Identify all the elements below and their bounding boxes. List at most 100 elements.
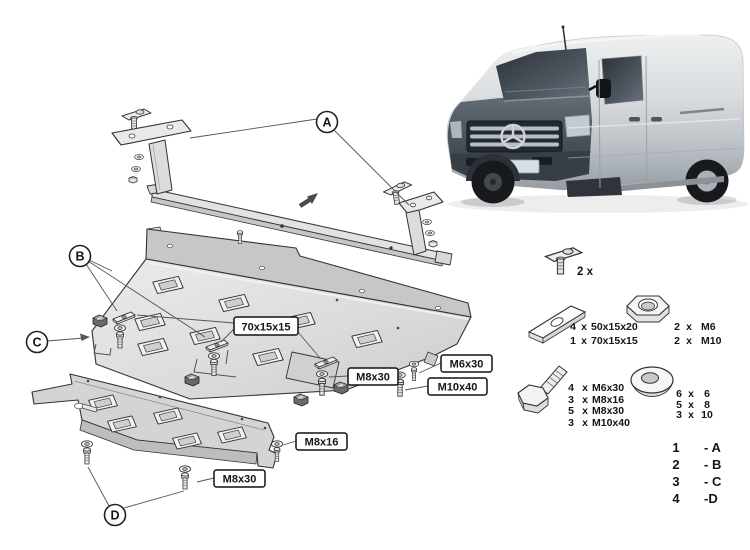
- body-crease: [567, 118, 741, 129]
- callout-d-label: D: [110, 509, 119, 523]
- callout-c: [25, 330, 49, 354]
- legend-ref: - A: [704, 440, 721, 455]
- nut-icon: [128, 176, 138, 184]
- legend-num: 3: [672, 474, 679, 489]
- callout-d: [103, 503, 127, 527]
- washer-icon: [131, 166, 141, 172]
- part-size: M8x16: [592, 394, 624, 406]
- mercedes-star-icon: [500, 123, 526, 150]
- m8x30-mid-leader: [328, 375, 349, 378]
- label-m8x16: [295, 432, 348, 451]
- washer-icon: [179, 465, 191, 473]
- part-times: x: [686, 335, 692, 347]
- van-headlight-right: [564, 114, 591, 138]
- cowl-line: [503, 95, 591, 102]
- van-photo: [446, 25, 748, 213]
- part-size: M10x40: [592, 417, 630, 429]
- washer-icon: [408, 360, 420, 368]
- part-size: M10: [701, 335, 722, 347]
- arrowhead-icon: [80, 333, 90, 341]
- main-skid-plate: B C 70x15x15 M8x30 M6x30 M10x40: [25, 226, 493, 407]
- van-roof-highlight: [511, 33, 701, 55]
- bolt-icon: [181, 472, 189, 490]
- hex-nut-icon: [626, 295, 670, 323]
- washer-icon: [316, 370, 328, 378]
- part-qty: 5: [568, 405, 574, 417]
- keyhole-detail: [74, 402, 98, 413]
- angle-bracket-outline: [193, 349, 237, 378]
- callout-a: [315, 110, 339, 134]
- part-times: x: [581, 335, 587, 347]
- front-hub: [490, 179, 496, 185]
- label-m8x30-mid: [347, 367, 399, 386]
- washer-icon: [630, 366, 674, 397]
- m8x30-bottom-text: M8x30: [223, 474, 257, 486]
- part-qty: 3: [568, 394, 574, 406]
- part-size: M6: [701, 321, 716, 333]
- label-m8x30-bottom: [213, 469, 266, 488]
- legend-ref: -D: [704, 491, 718, 506]
- part-size: 6: [704, 388, 710, 400]
- part-qty: 2: [674, 335, 680, 347]
- bolt-icon: [236, 230, 244, 244]
- callout-d-leaders: [87, 466, 185, 509]
- clamp-qty: 2 x: [577, 266, 594, 278]
- part-qty: 1: [570, 335, 576, 347]
- washer-icon: [81, 440, 93, 448]
- plate-ridge: [148, 262, 469, 320]
- callout-c-label: C: [32, 336, 41, 350]
- part-times: x: [582, 405, 588, 417]
- legend-ref: - B: [704, 457, 721, 472]
- part-qty: 5: [676, 399, 682, 411]
- part-times: x: [582, 382, 588, 394]
- m8x30-bottom-leader: [196, 477, 215, 483]
- m6x30-text: M6x30: [450, 359, 484, 371]
- crossbar-edge: [150, 196, 444, 267]
- sliding-door-track: [679, 107, 725, 115]
- mirror-arm: [588, 84, 597, 92]
- washer-icon: [425, 230, 435, 236]
- van-mirror: [596, 79, 611, 98]
- antenna: [562, 26, 567, 51]
- callout-b-label: B: [75, 250, 84, 264]
- part-size: 50x15x20: [591, 321, 638, 333]
- label-m6x30: [440, 354, 493, 373]
- part-qty: 3: [568, 417, 574, 429]
- direction-arrow-icon: [298, 193, 318, 208]
- part-times: x: [688, 409, 694, 421]
- hex-bolt-icon: [517, 365, 568, 414]
- van-shadow: [448, 195, 748, 213]
- parts-list: 2 x 4 x 50x15x20 1 x 70x15x15 2 x M6 2 x…: [517, 247, 722, 506]
- spacer-label-leaders: [136, 314, 321, 359]
- callout-b: [68, 244, 92, 268]
- part-size: 10: [701, 409, 713, 421]
- left-bracket-leg: [148, 139, 173, 195]
- clip-icon: [184, 373, 200, 387]
- bar-bolt-dot: [389, 246, 393, 250]
- m8x16-text: M8x16: [305, 437, 339, 449]
- part-size: 70x15x15: [591, 335, 638, 347]
- part-times: x: [686, 321, 692, 333]
- bolt-icon: [273, 447, 281, 462]
- wiper-line: [504, 86, 586, 93]
- part-qty: 6: [676, 388, 682, 400]
- part-times: x: [688, 388, 694, 400]
- callout-a-leaders: [189, 118, 410, 206]
- part-times: x: [582, 394, 588, 406]
- legend-ref: - C: [704, 474, 722, 489]
- part-qty: 3: [676, 409, 682, 421]
- antenna-tip: [561, 25, 565, 29]
- spacer-plate-icon: [527, 305, 587, 344]
- washer-icon: [134, 154, 144, 160]
- washer-icon: [208, 352, 220, 360]
- clip-icon: [92, 314, 108, 328]
- m8x30-mid-text: M8x30: [356, 372, 390, 384]
- spacer-size-text: 70x15x15: [242, 322, 291, 334]
- right-bracket-plate: [398, 191, 444, 215]
- lower-skid-plate: M8x16 M8x30 D: [31, 373, 348, 527]
- top-bracket-assembly: A: [111, 108, 453, 267]
- label-spacer-size: [233, 316, 299, 336]
- part-size: M8x30: [592, 405, 624, 417]
